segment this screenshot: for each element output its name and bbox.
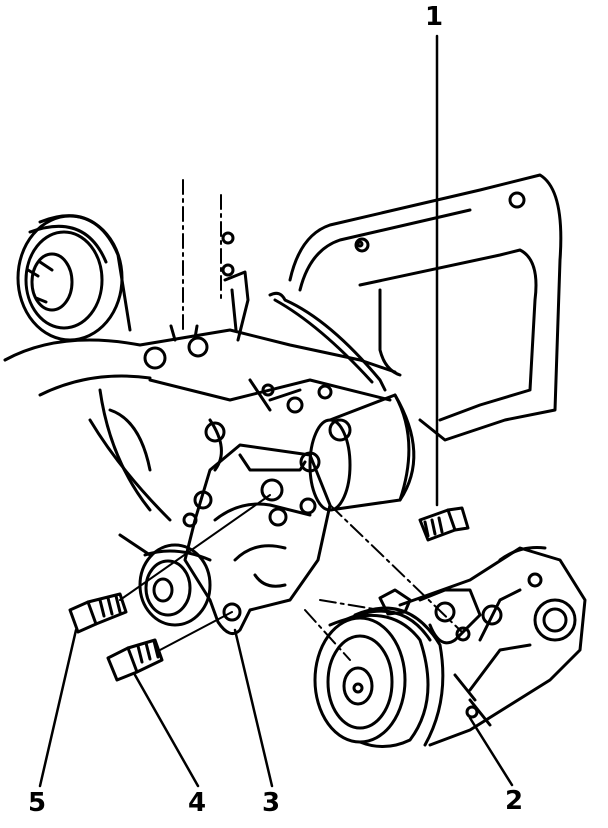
engine-bracket bbox=[221, 231, 387, 392]
leader-lines bbox=[38, 34, 514, 788]
bolt-1 bbox=[418, 506, 470, 542]
compressor-bracket bbox=[183, 443, 332, 636]
alignment-lines bbox=[119, 494, 463, 661]
centerlines bbox=[182, 39, 438, 506]
ac-compressor bbox=[313, 546, 587, 748]
callout-5: 5 bbox=[28, 788, 47, 818]
callout-1: 1 bbox=[425, 2, 444, 32]
callout-4: 4 bbox=[188, 788, 207, 818]
bolt-5 bbox=[68, 592, 128, 634]
callout-3: 3 bbox=[262, 788, 281, 818]
bolt-4 bbox=[106, 638, 164, 682]
callout-2: 2 bbox=[505, 786, 524, 816]
engine-block bbox=[3, 324, 397, 557]
timing-cover bbox=[288, 173, 563, 442]
drive-pulley bbox=[16, 214, 132, 342]
